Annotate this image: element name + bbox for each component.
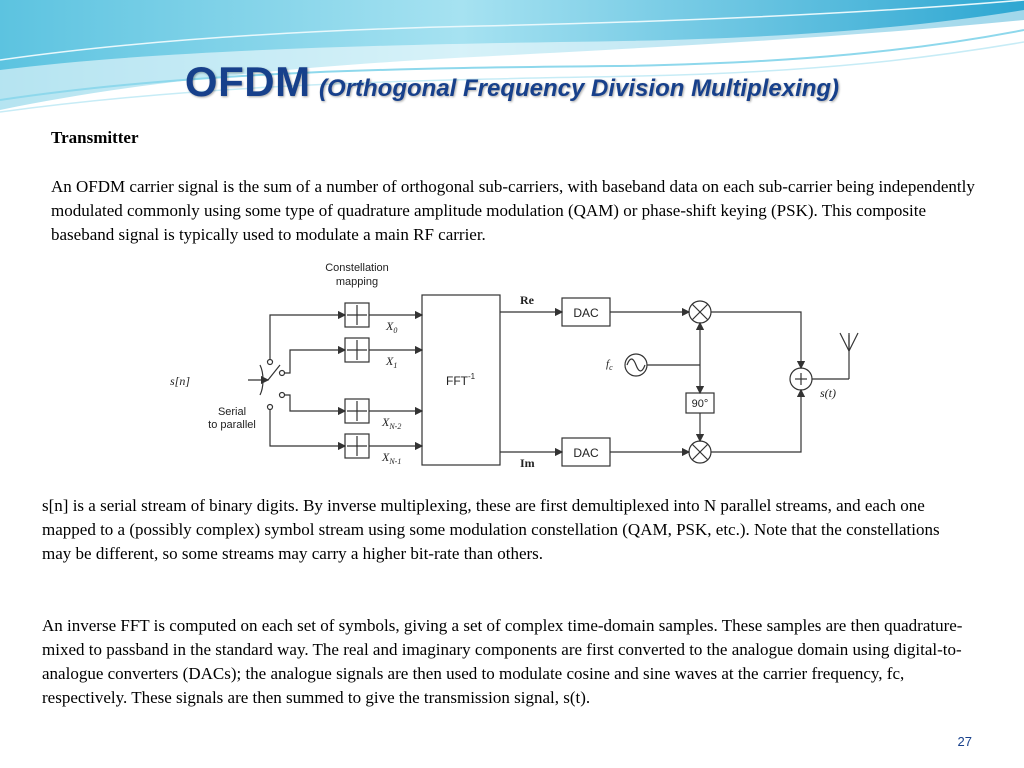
ifft-block: [421, 294, 501, 466]
constellation-mapper-1: [344, 337, 370, 363]
fft-label: FFT-1: [446, 372, 476, 388]
slide-title-sub: (Orthogonal Frequency Division Multiplex…: [319, 75, 840, 102]
slide-title: OFDM (Orthogonal Frequency Division Mult…: [0, 58, 1024, 106]
constellation-mapper-0: [344, 302, 370, 328]
fc-label: fc: [606, 358, 613, 372]
section-heading: Transmitter: [51, 128, 139, 147]
dac-bottom-label: DAC: [573, 446, 599, 460]
constellation-label-2: mapping: [336, 276, 378, 288]
x1-label: X1: [385, 354, 397, 370]
header-banner: [0, 0, 1024, 120]
constellation-label-1: Constellation: [325, 262, 389, 274]
xn1-label: XN-1: [381, 450, 401, 466]
re-label: Re: [520, 293, 535, 307]
paragraph-serial-stream: s[n] is a serial stream of binary digits…: [42, 496, 940, 563]
antenna-icon: [839, 332, 859, 379]
output-label: s(t): [820, 386, 836, 400]
phase-label: 90°: [692, 398, 709, 410]
paragraph-intro: An OFDM carrier signal is the sum of a n…: [51, 177, 975, 244]
dac-top-label: DAC: [573, 306, 599, 320]
serial-label-1: Serial: [218, 406, 246, 418]
page-number: 27: [957, 734, 972, 749]
slide-title-main: OFDM: [184, 58, 311, 105]
serial-label-2: to parallel: [208, 419, 256, 431]
x0-label: X0: [385, 319, 397, 335]
input-label: s[n]: [170, 374, 190, 388]
im-label: Im: [520, 456, 535, 470]
constellation-mapper-n2: [344, 398, 370, 424]
paragraph-inverse-fft: An inverse FFT is computed on each set o…: [42, 616, 963, 707]
xn2-label: XN-2: [381, 415, 401, 431]
ofdm-transmitter-diagram: Constellation mapping s[n] Serial to par…: [170, 262, 859, 470]
constellation-mapper-n1: [344, 433, 370, 459]
